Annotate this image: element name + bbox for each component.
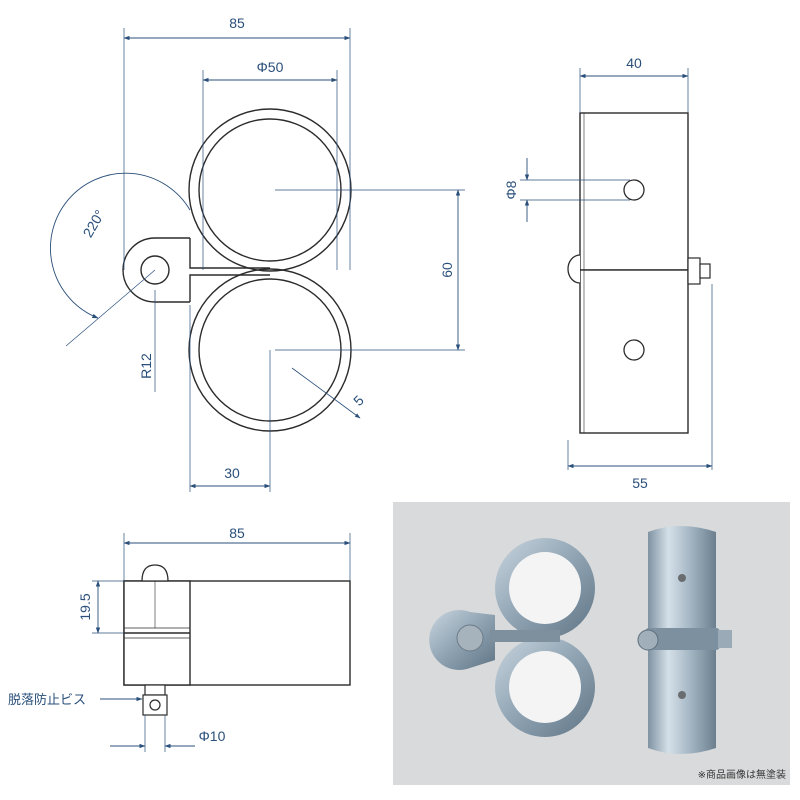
front-pin-head	[141, 564, 169, 582]
hinge-knuckle	[122, 237, 270, 303]
photo-clamp-side	[637, 526, 732, 754]
thickness-label: 5	[350, 392, 367, 409]
front-height-label: 19.5	[77, 593, 93, 620]
product-photo: ※商品画像は無塗装	[393, 502, 790, 785]
side-body	[579, 112, 689, 434]
screw-label: 脱落防止ビス	[8, 692, 86, 708]
rotation-arc	[50, 172, 191, 319]
upper-bolt-hole	[623, 179, 645, 201]
side-view: 40 Φ8 55	[503, 55, 713, 491]
front-body	[123, 580, 351, 686]
offset-label: 30	[224, 465, 240, 481]
rotation-leader	[65, 269, 156, 347]
pipe-spacing-label: 60	[439, 262, 455, 278]
front-view: 85 19.5 脱落防止ビス Φ10	[8, 525, 351, 752]
hole-diameter-label: Φ8	[503, 180, 519, 199]
rotation-label: 220°	[79, 207, 107, 240]
top-view: 85 Φ50 60 220° R12 5 30	[50, 15, 465, 492]
photo-clamp-front	[429, 538, 595, 737]
side-screw	[687, 257, 711, 285]
hinge-radius-label: R12	[138, 353, 154, 379]
photo-hinge-pin	[456, 624, 484, 652]
lower-bolt-hole	[623, 339, 645, 361]
front-length-label: 85	[229, 525, 245, 541]
side-pin-head	[567, 254, 581, 284]
pin-diameter-label: Φ10	[199, 728, 226, 744]
side-width-label: 40	[626, 55, 642, 71]
side-overall-width-label: 55	[632, 475, 648, 491]
front-screw	[142, 684, 168, 716]
thickness-leader	[291, 367, 361, 419]
pipe-diameter-label: Φ50	[257, 59, 284, 75]
center-lines	[123, 28, 465, 492]
photo-note: ※商品画像は無塗装	[698, 768, 786, 781]
width-dimension-label: 85	[229, 15, 245, 31]
